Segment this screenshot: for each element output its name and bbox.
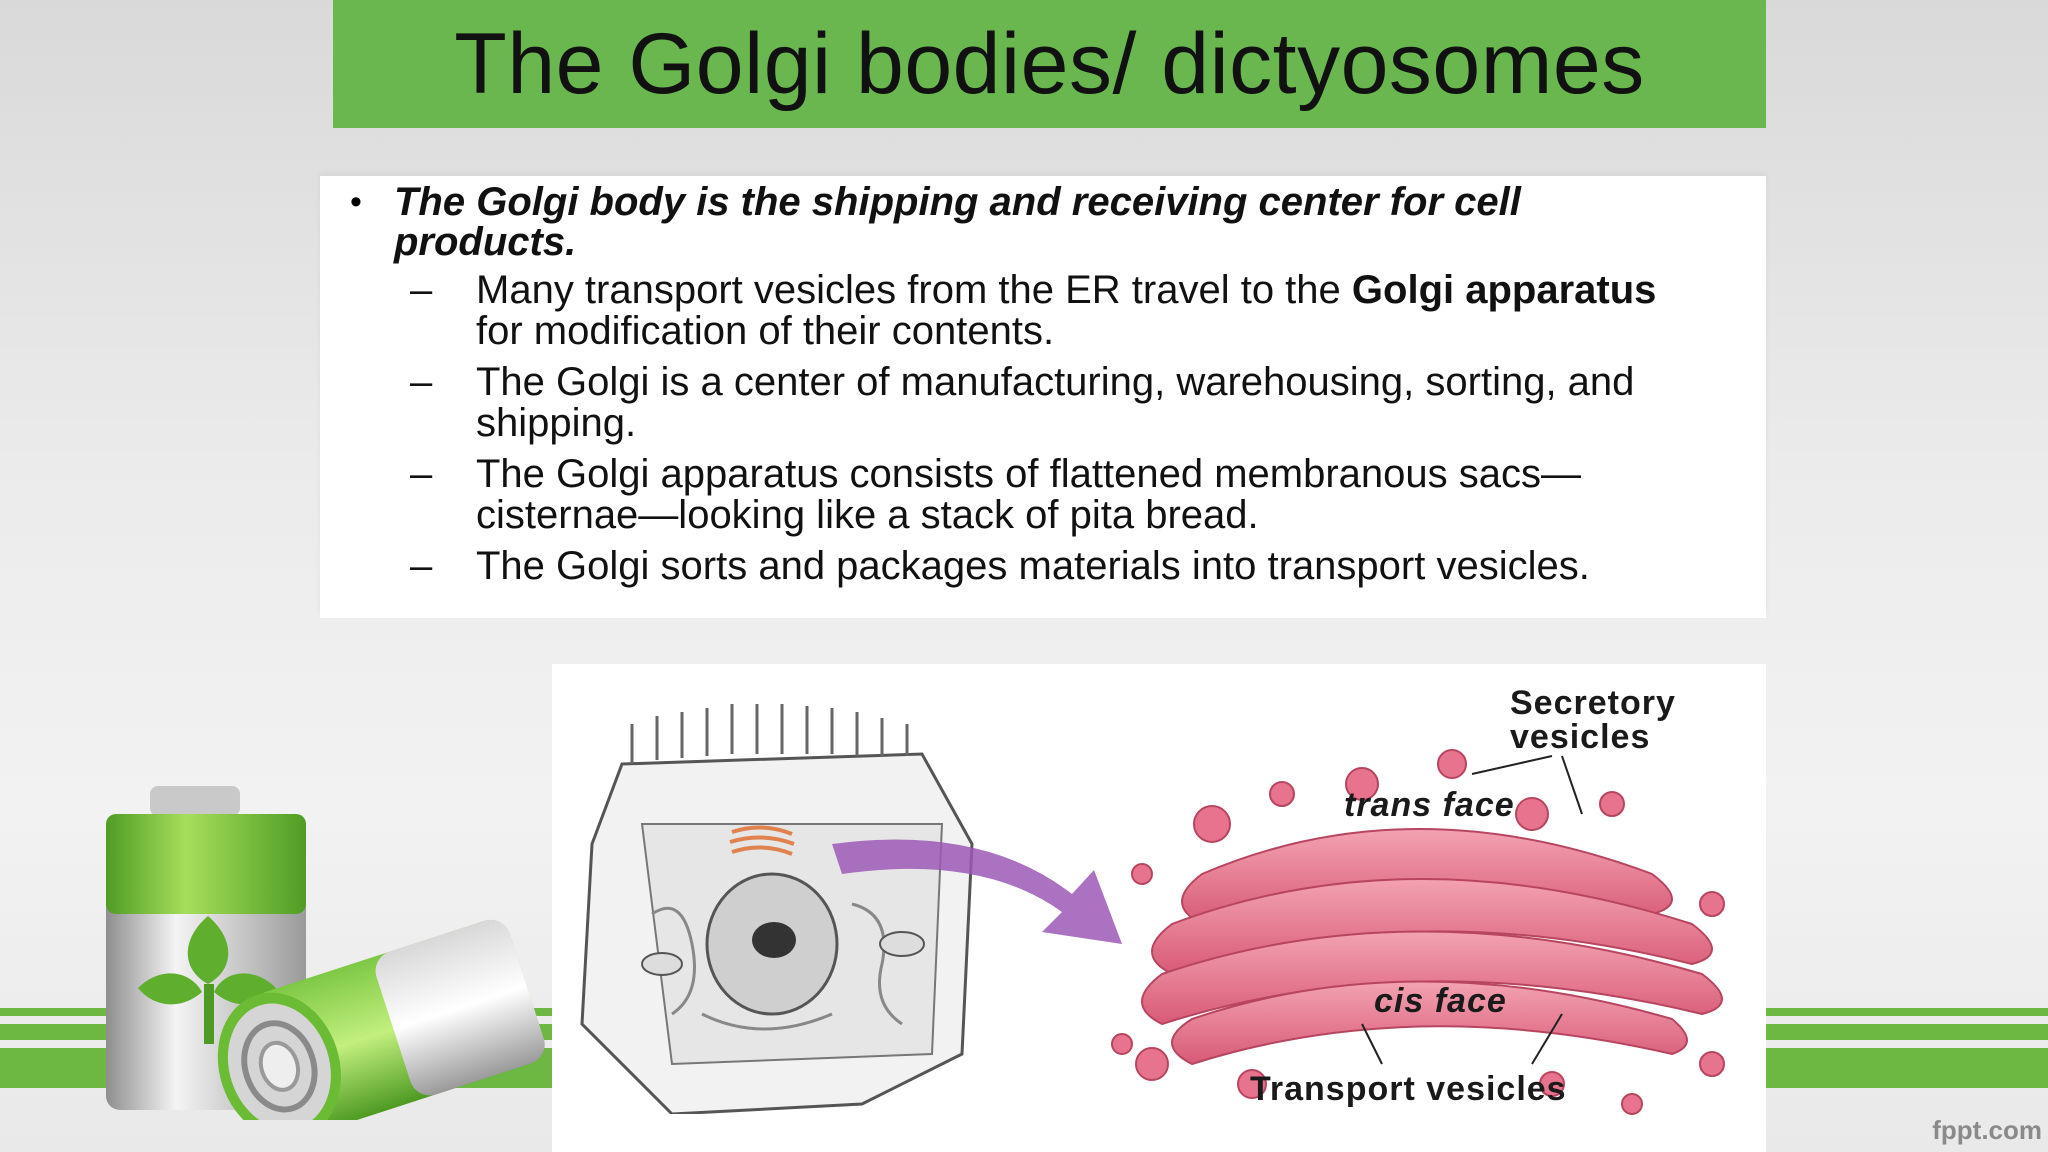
sub-marker: –	[410, 452, 433, 496]
label-trans-face: trans face	[1344, 786, 1515, 824]
bullet-marker: •	[350, 183, 362, 221]
mitochondrion	[641, 952, 683, 976]
battery-top-cap	[150, 786, 240, 816]
nucleolus	[752, 922, 796, 958]
sub-item-text: Many transport vesicles from the ER trav…	[476, 270, 1776, 352]
sub-item: – The Golgi is a center of manufacturing…	[410, 362, 1766, 444]
label-secretory: Secretory	[1510, 684, 1676, 722]
microvilli	[630, 704, 909, 764]
mitochondrion	[879, 931, 925, 957]
label-cis-face: cis face	[1374, 982, 1507, 1020]
label-leader-lines	[1361, 755, 1583, 1065]
lying-battery	[217, 919, 545, 1120]
er-membranes	[651, 902, 903, 1031]
sub-item: – Many transport vesicles from the ER tr…	[410, 270, 1776, 352]
battery-illustration	[106, 786, 545, 1120]
sub-item-text-rest: for modification of their contents.	[476, 309, 1055, 353]
bullet-text: The Golgi body is the shipping and recei…	[394, 180, 1521, 264]
sub-marker: –	[410, 268, 433, 312]
zoom-arrow	[832, 839, 1122, 944]
sub-item-text: The Golgi sorts and packages materials i…	[476, 544, 1590, 588]
slide-title: The Golgi bodies/ dictyosomes	[454, 15, 1645, 112]
label-transport-vesicles: Transport vesicles	[1250, 1070, 1567, 1108]
leaf-stem	[204, 984, 214, 1044]
golgi-cisterna	[1171, 980, 1688, 1066]
sub-item: – The Golgi sorts and packages materials…	[410, 546, 1776, 587]
golgi-cisterna	[1141, 930, 1723, 1026]
content-box: • The Golgi body is the shipping and rec…	[320, 176, 1766, 618]
leaf-icon	[138, 973, 202, 1005]
title-bar: The Golgi bodies/ dictyosomes	[333, 0, 1766, 128]
label-vesicles: vesicles	[1510, 718, 1651, 756]
sub-item-text-part: Many transport vesicles from the ER trav…	[476, 268, 1352, 312]
sub-marker: –	[410, 360, 433, 404]
sub-item: – The Golgi apparatus consists of flatte…	[410, 454, 1676, 536]
mini-golgi	[729, 825, 795, 856]
battery-green-band	[106, 814, 306, 914]
sub-item-text: The Golgi apparatus consists of flattene…	[476, 452, 1581, 537]
sub-marker: –	[410, 544, 433, 588]
leaf-icon	[187, 916, 229, 984]
watermark: fppt.com	[1932, 1115, 2042, 1145]
sub-item-bold-part: Golgi apparatus	[1351, 268, 1657, 312]
golgi-vesicles	[1111, 749, 1725, 1115]
main-bullet: • The Golgi body is the shipping and rec…	[334, 182, 1674, 262]
golgi-diagram	[1111, 749, 1725, 1115]
golgi-figure: Secretory vesicles trans face cis face T…	[552, 664, 1766, 1152]
sub-item-text: The Golgi is a center of manufacturing, …	[476, 360, 1635, 445]
